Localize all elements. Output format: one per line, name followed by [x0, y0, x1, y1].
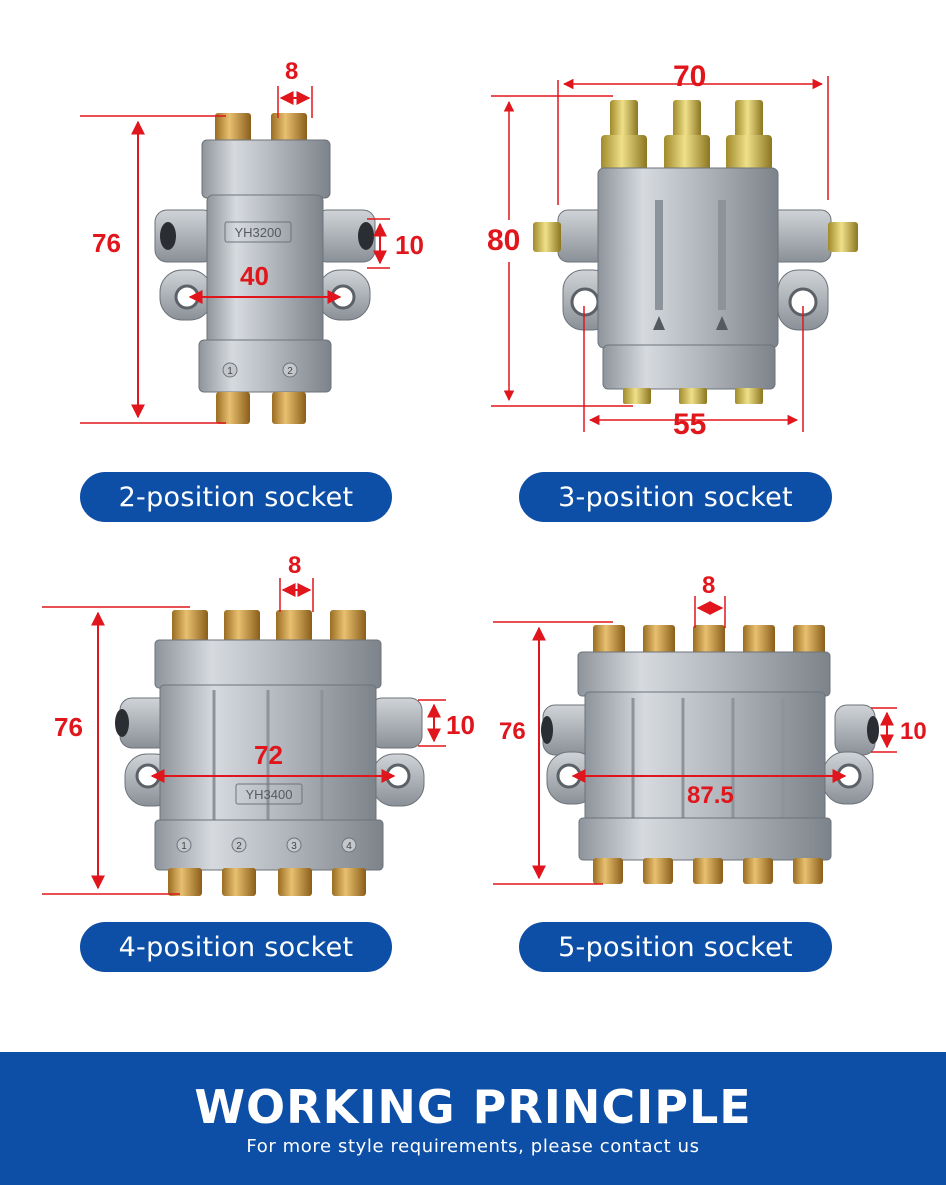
pitch-dimension-label: 8: [285, 58, 299, 85]
height-dimension-label: 76: [499, 718, 526, 745]
model-plate: [235, 783, 303, 805]
bottom-fitting: [693, 858, 723, 884]
port-dimension-label: 10: [446, 710, 475, 740]
mount-hole: [570, 287, 600, 317]
flow-arrow: [653, 316, 665, 330]
port-marker: [282, 362, 298, 378]
bottom-fitting: [168, 868, 202, 896]
port-number: 1: [227, 366, 233, 377]
mount-dimension-label: 55: [673, 408, 707, 441]
top-nut: [601, 135, 647, 171]
top-fitting: [735, 100, 763, 140]
product-card-4-position: YH3400 1 2 3 4 76 8 10 72 4-position soc…: [0, 540, 475, 1080]
top-fitting: [693, 625, 725, 655]
top-fitting: [224, 610, 260, 642]
top-cap: [154, 639, 382, 689]
top-fitting: [610, 100, 638, 140]
inlet-hole: [115, 709, 129, 737]
block-2-position-image: YH3200 1 2: [80, 86, 390, 424]
port-dimension-label: 10: [395, 230, 424, 260]
bottom-fitting: [643, 858, 673, 884]
block-3-position-image: [491, 76, 858, 432]
product-card-2-position: YH3200 1 2 76 8 10 40 2-position socket: [0, 0, 473, 540]
top-fitting: [643, 625, 675, 655]
top-nut: [726, 135, 772, 171]
top-fitting: [330, 610, 366, 642]
port-number: 2: [287, 366, 293, 377]
bottom-fitting: [216, 392, 250, 424]
body-groove: [655, 200, 663, 310]
inlet-hole: [867, 716, 879, 744]
bottom-fitting: [332, 868, 366, 896]
model-plate: [224, 221, 292, 243]
bottom-cap: [602, 344, 776, 390]
port-dimension-label: 10: [900, 718, 927, 745]
port-number: 4: [346, 841, 352, 852]
model-text: YH3200: [235, 225, 282, 240]
banner-subtitle: For more style requirements, please cont…: [246, 1136, 700, 1157]
bottom-cap: [198, 339, 332, 393]
mount-dimension-label: 72: [254, 740, 283, 770]
port-number: 3: [291, 841, 297, 852]
bottom-fitting: [735, 388, 763, 404]
bottom-fitting: [793, 858, 823, 884]
bottom-fitting: [623, 388, 651, 404]
width-dimension-label: 70: [673, 60, 707, 93]
height-dimension-label: 80: [487, 224, 521, 257]
inlet-hole: [160, 222, 176, 250]
product-card-5-position: 76 8 10 87.5 5-position socket: [473, 540, 946, 1080]
bottom-cap: [578, 817, 832, 861]
bottom-fitting: [272, 392, 306, 424]
inlet-hole: [358, 222, 374, 250]
port-marker: [231, 837, 247, 853]
mount-dimension-label: 40: [240, 261, 269, 291]
top-fitting: [743, 625, 775, 655]
bottom-fitting: [222, 868, 256, 896]
right-inlet: [369, 697, 423, 749]
top-cap: [577, 651, 831, 697]
body-groove: [718, 200, 726, 310]
mount-dimension-label: 87.5: [687, 782, 734, 809]
top-cap: [201, 139, 331, 199]
working-principle-banner: WORKING PRINCIPLE For more style require…: [0, 1052, 946, 1185]
port-number: 2: [236, 841, 242, 852]
inlet-hole: [541, 716, 553, 744]
top-fitting: [276, 610, 312, 642]
caption-3-position: 3-position socket: [519, 472, 832, 522]
bottom-fitting: [679, 388, 707, 404]
port-number: 1: [181, 841, 187, 852]
model-text: YH3400: [246, 787, 293, 802]
top-fitting: [215, 113, 251, 143]
bottom-fitting: [278, 868, 312, 896]
port-marker: [176, 837, 192, 853]
port-marker: [341, 837, 357, 853]
banner-title: WORKING PRINCIPLE: [194, 1080, 752, 1134]
top-nut: [664, 135, 710, 171]
top-fitting: [673, 100, 701, 140]
port-marker: [286, 837, 302, 853]
top-fitting: [271, 113, 307, 143]
block-5-position-image: [493, 596, 897, 885]
height-dimension-label: 76: [54, 712, 83, 742]
caption-2-position: 2-position socket: [80, 472, 392, 522]
height-dimension-label: 76: [92, 228, 121, 258]
top-fitting: [593, 625, 625, 655]
main-body: [597, 167, 779, 349]
side-fitting: [533, 222, 561, 252]
flow-arrow: [716, 316, 728, 330]
bottom-cap: [154, 819, 384, 871]
block-4-position-image: YH3400 1 2 3 4: [42, 578, 446, 896]
bottom-fitting: [743, 858, 773, 884]
bottom-fitting: [593, 858, 623, 884]
top-fitting: [172, 610, 208, 642]
top-fitting: [793, 625, 825, 655]
side-fitting: [828, 222, 858, 252]
pitch-dimension-label: 8: [288, 552, 302, 579]
port-marker: [222, 362, 238, 378]
caption-5-position: 5-position socket: [519, 922, 832, 972]
caption-4-position: 4-position socket: [80, 922, 392, 972]
pitch-dimension-label: 8: [702, 572, 716, 599]
product-card-3-position: 70 80 55 3-position socket: [473, 0, 946, 540]
